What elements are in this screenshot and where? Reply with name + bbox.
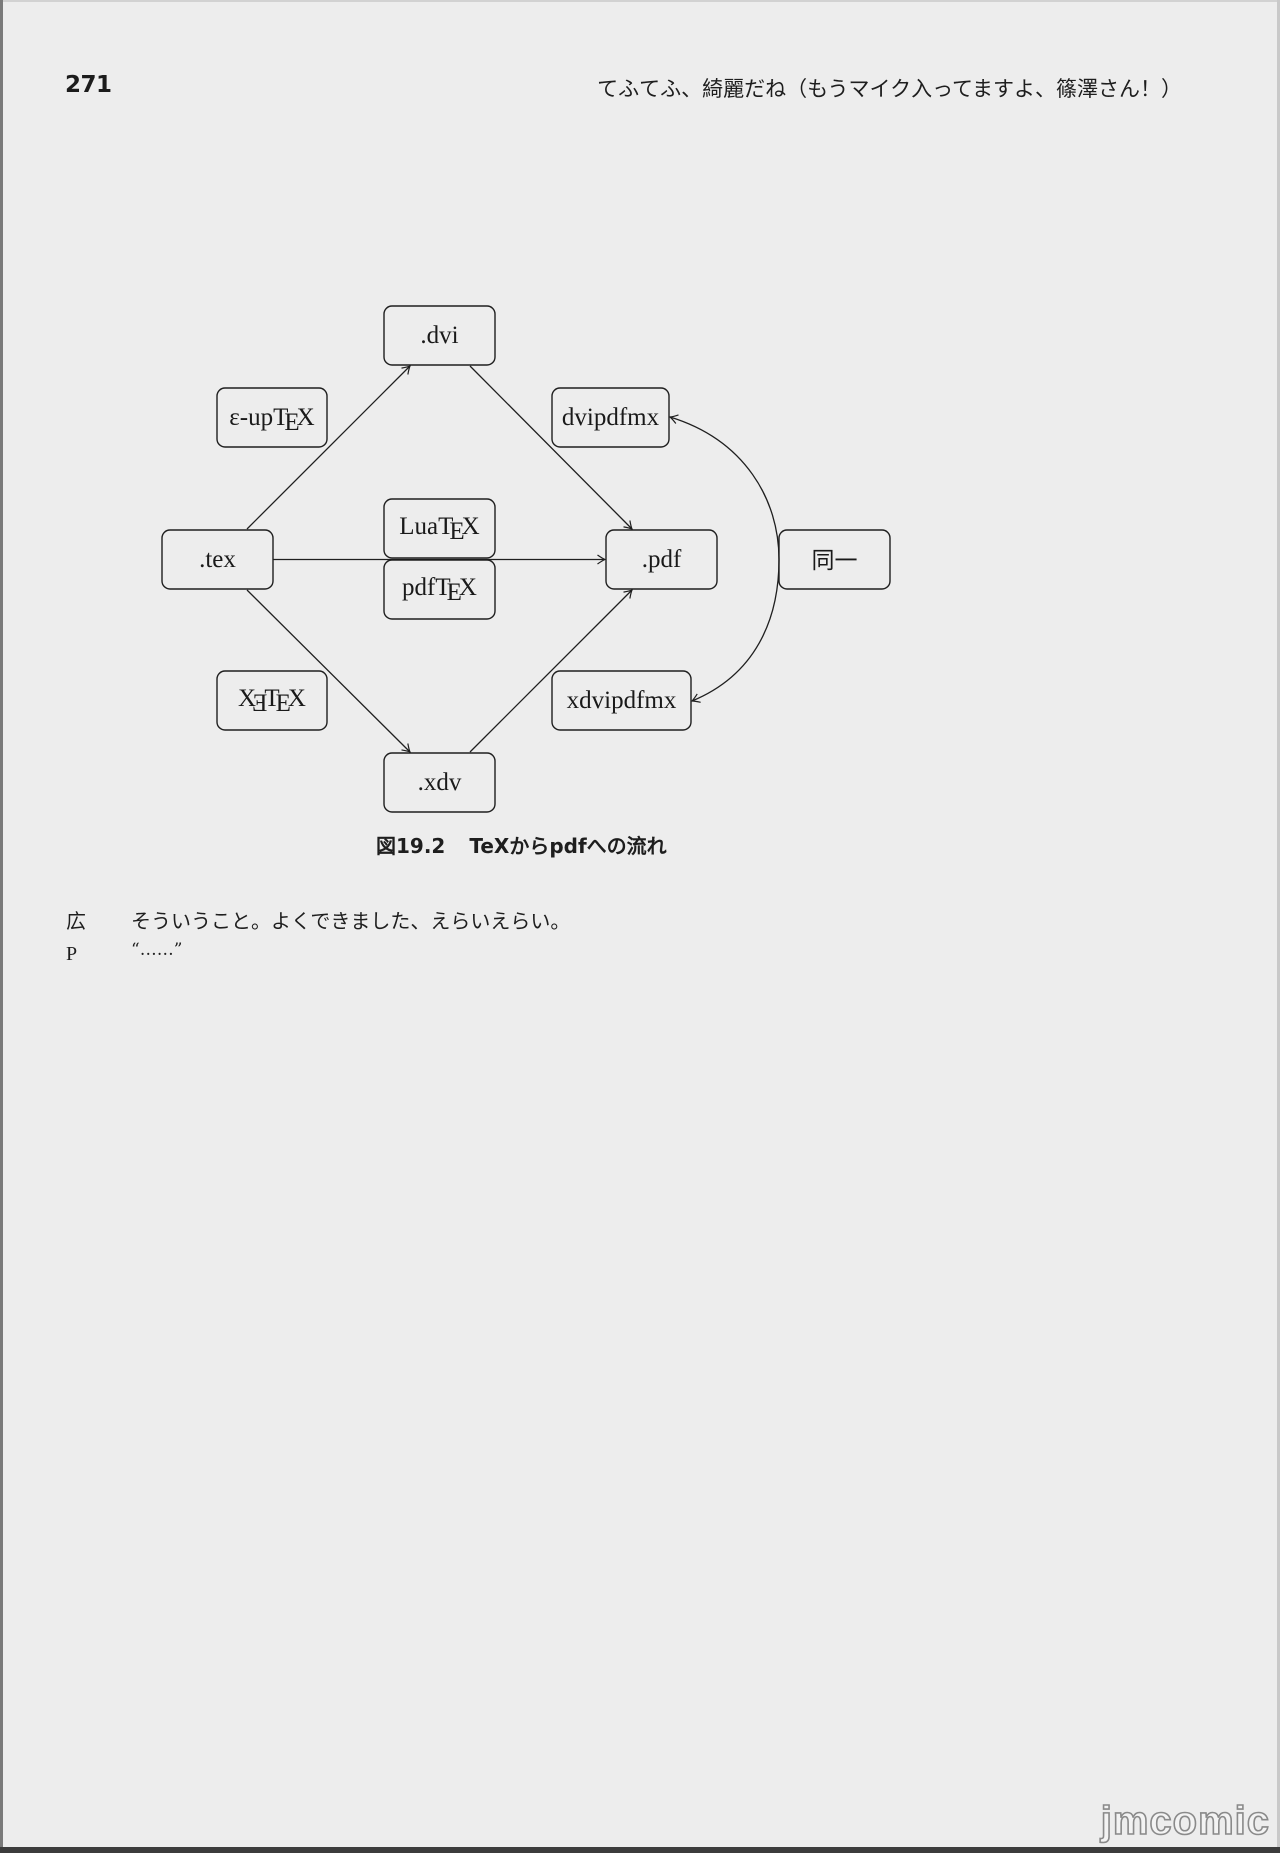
- figure-caption: 図19.2 TeXからpdfへの流れ: [376, 830, 667, 859]
- node-dvipdfmx: dvipdfmx: [551, 387, 670, 448]
- scan-edge-right: [1277, 0, 1280, 1853]
- tex-logo-x: X: [288, 685, 306, 712]
- node-pdftex: pdfTEX: [383, 559, 496, 620]
- dialogue-line: 広 そういうこと。よくできました、えらいえらい。: [66, 905, 570, 934]
- node-tex-box: [161, 529, 274, 590]
- node-eptex-box: [216, 387, 328, 448]
- node-luatex-box: [383, 498, 496, 559]
- tex-logo-e: E: [447, 579, 462, 606]
- figure-title: TeXからpdfへの流れ: [469, 834, 667, 858]
- node-xdvipdfmx: xdvipdfmx: [551, 670, 692, 731]
- tex-logo-x: X: [459, 574, 477, 601]
- edge-xdv-to-pdf: [469, 590, 632, 753]
- tex-logo-e: E: [449, 518, 464, 545]
- dialogue-text: そういうこと。よくできました、えらいえらい。: [131, 909, 571, 933]
- pdftex-label-part: pdfT: [402, 574, 451, 601]
- node-dvi-box: [383, 305, 496, 366]
- scan-edge-top: [0, 0, 1280, 2]
- node-xetex-box: [216, 670, 328, 731]
- node-dvipdfmx-box: [551, 387, 670, 448]
- node-pdftex-box: [383, 559, 496, 620]
- tex-logo-e: E: [276, 690, 291, 717]
- node-dvi-label: .dvi: [420, 322, 458, 349]
- tex-to-pdf-flow-diagram: .dvi ε-upTEX dvipdfmx .tex LuaTEX pdfTEX…: [161, 305, 891, 813]
- page-number: 271: [65, 72, 112, 98]
- tex-logo-e: E: [284, 409, 299, 436]
- dialogue-line: P “……”: [66, 940, 183, 966]
- node-xdv-label: .xdv: [418, 769, 462, 796]
- node-xdv-box: [383, 752, 496, 813]
- xetex-logo-t: T: [264, 685, 279, 712]
- node-eptex-label: ε-upTEX: [229, 404, 314, 436]
- edge-dvi-to-pdf: [469, 365, 632, 529]
- edge-same-to-dvipdfmx: [670, 417, 780, 560]
- luatex-label-part: LuaT: [399, 513, 453, 540]
- node-pdf: .pdf: [605, 529, 718, 590]
- node-luatex: LuaTEX: [383, 498, 496, 559]
- tex-logo-x: X: [297, 404, 315, 431]
- node-xetex-label: XƎTEX: [238, 685, 306, 717]
- node-same-label: 同一: [812, 548, 858, 574]
- xetex-logo-reversed-e: Ǝ: [252, 690, 267, 717]
- watermark-logo: jmcomic: [1100, 1799, 1270, 1843]
- node-luatex-label: LuaTEX: [399, 513, 479, 545]
- speaker-name: 広: [66, 911, 86, 933]
- scan-edge-bottom: [0, 1847, 1280, 1853]
- xetex-logo-x: X: [238, 685, 256, 712]
- node-tex-label: .tex: [199, 546, 236, 573]
- node-xdvipdfmx-label: xdvipdfmx: [567, 687, 677, 714]
- figure-number: 図19.2: [376, 834, 446, 858]
- node-same: 同一: [778, 529, 891, 590]
- dialogue-text: “……”: [131, 940, 183, 960]
- node-dvipdfmx-label: dvipdfmx: [562, 404, 660, 431]
- node-eptex: ε-upTEX: [216, 387, 328, 448]
- node-xdv: .xdv: [383, 752, 496, 813]
- eptex-label-part: ε-upT: [229, 404, 288, 431]
- node-pdf-label: .pdf: [642, 546, 682, 573]
- speaker-name: P: [66, 943, 78, 965]
- edge-tex-to-dvi: [246, 366, 410, 530]
- node-xdvipdfmx-box: [551, 670, 692, 731]
- node-dvi: .dvi: [383, 305, 496, 366]
- node-tex: .tex: [161, 529, 274, 590]
- running-header: てふてふ、綺麗だね（もうマイク入ってますよ、篠澤さん！）: [597, 77, 1182, 101]
- tex-logo-x: X: [462, 513, 480, 540]
- edge-same-to-xdvipdfmx: [692, 559, 780, 702]
- node-same-box: [778, 529, 891, 590]
- edge-tex-to-xdv: [246, 589, 410, 752]
- node-pdftex-label: pdfTEX: [402, 574, 477, 606]
- scan-edge-left: [0, 0, 3, 1853]
- node-xetex: XƎTEX: [216, 670, 328, 731]
- node-pdf-box: [605, 529, 718, 590]
